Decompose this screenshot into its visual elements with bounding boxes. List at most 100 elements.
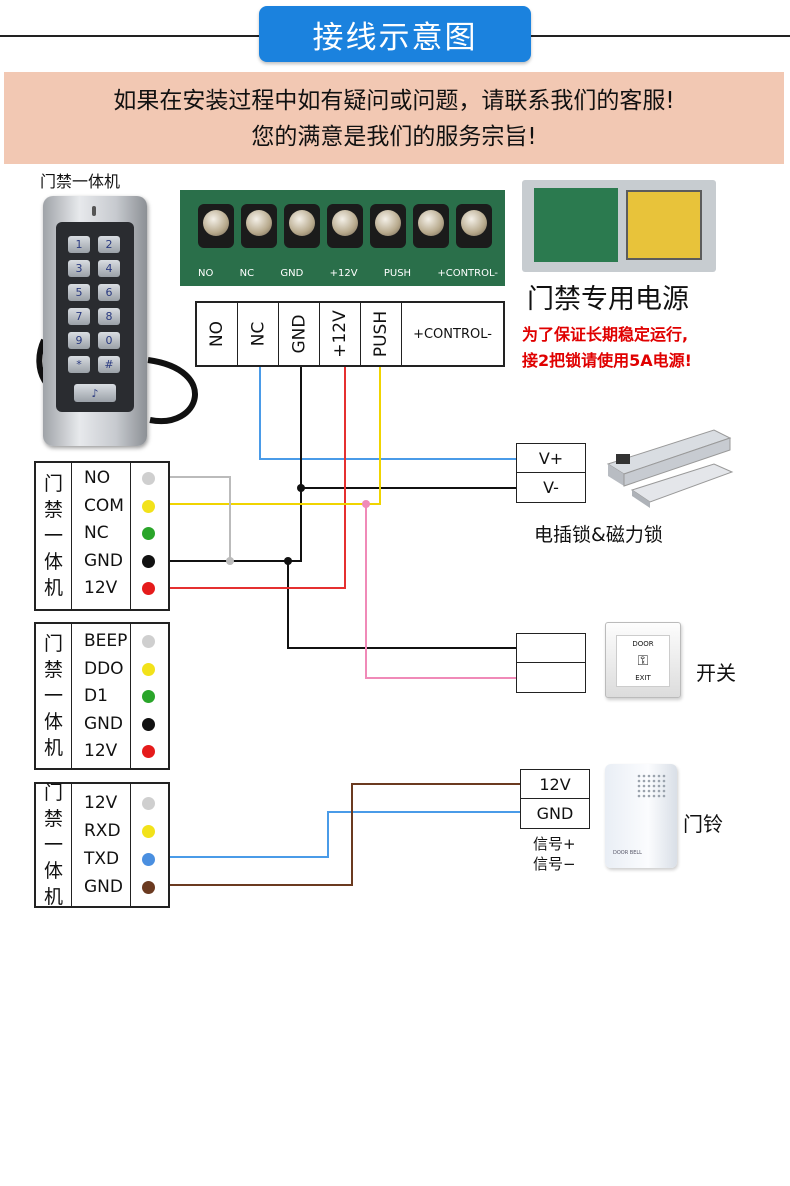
- grille-hole: [642, 789, 646, 793]
- keypad-key: 7: [68, 308, 90, 325]
- panel-side-label: 门禁一体机: [36, 624, 72, 768]
- grille-hole: [652, 794, 656, 798]
- keypad-key: 0: [98, 332, 120, 349]
- keypad-key: #: [98, 356, 120, 373]
- screw-head: [375, 210, 401, 236]
- grille-hole: [662, 774, 666, 778]
- pin-color-dot: [142, 745, 155, 758]
- switch-caption: 开关: [696, 661, 736, 685]
- panel-side-char: 一: [43, 525, 63, 547]
- pin-color-dot: [142, 527, 155, 540]
- pin-label: TXD: [84, 849, 120, 869]
- grille-hole: [662, 789, 666, 793]
- grille-hole: [647, 784, 651, 788]
- pin-label: GND: [84, 877, 123, 897]
- screw-head: [246, 210, 272, 236]
- pin-color-dot: [142, 825, 155, 838]
- keypad-led-icon: [92, 206, 96, 216]
- lock-terminal-box: V+ V-: [516, 443, 586, 503]
- grille-hole: [662, 794, 666, 798]
- grille-hole: [657, 794, 661, 798]
- panel-dot-column: [130, 463, 169, 609]
- board-label: NO: [198, 268, 214, 279]
- pin-label: DDO: [84, 658, 124, 679]
- grille-hole: [647, 794, 651, 798]
- terminal-cell: PUSH: [361, 303, 402, 365]
- switch-row-2: [517, 663, 585, 692]
- bell-signal-plus: 信号+: [533, 835, 576, 853]
- grille-hole: [657, 789, 661, 793]
- panel-side-char: 禁: [43, 659, 63, 681]
- lock-row-vminus: V-: [543, 478, 559, 497]
- screw-head: [332, 210, 358, 236]
- terminal-screw-icon: [284, 204, 320, 248]
- junction-dot: [297, 484, 305, 492]
- terminal-screw-icon: [327, 204, 363, 248]
- wire-gnd-pin-to-gnd: [168, 488, 302, 562]
- wire-no-to-gnd: [168, 476, 231, 561]
- panel-side-char: 机: [43, 737, 63, 759]
- grille-hole: [637, 774, 641, 778]
- keypad-key: *: [68, 356, 90, 373]
- grille-hole: [642, 784, 646, 788]
- pin-label: D1: [84, 686, 108, 706]
- pin-label: RXD: [84, 821, 121, 841]
- pin-label: BEEP: [84, 631, 128, 651]
- pin-label: 12V: [84, 578, 118, 598]
- panel-dot-column: [130, 624, 169, 768]
- grille-hole: [652, 774, 656, 778]
- power-supply-caption: 门禁专用电源: [527, 284, 689, 315]
- panel-side-char: 门: [43, 473, 63, 495]
- panel-side-char: 禁: [43, 499, 63, 521]
- grille-hole: [647, 779, 651, 783]
- header-rule-right: [530, 35, 790, 37]
- bell-signal-minus: 信号−: [533, 855, 576, 873]
- header-rule-left: [0, 35, 260, 37]
- terminal-cell: GND: [279, 303, 320, 365]
- psu-transformer: [626, 190, 702, 260]
- pin-label: COM: [84, 495, 124, 516]
- grille-hole: [657, 784, 661, 788]
- wire-nc-to-lock-vplus: [259, 367, 518, 460]
- keypad-key: 2: [98, 236, 120, 253]
- board-label: GND: [280, 268, 304, 279]
- grille-hole: [642, 794, 646, 798]
- keypad-key: 6: [98, 284, 120, 301]
- screw-head: [418, 210, 444, 236]
- wire-com-to-switch: [365, 504, 518, 679]
- notice-line-2: 您的满意是我们的服务宗旨!: [251, 124, 537, 150]
- panel-side-char: 体: [43, 551, 63, 573]
- grille-hole: [652, 784, 656, 788]
- bell-terminal-box: 12V GND: [520, 769, 590, 829]
- pin-label: 12V: [84, 741, 118, 761]
- pin-label: GND: [84, 550, 123, 571]
- grille-hole: [642, 774, 646, 778]
- psu-pcb: [534, 188, 618, 262]
- exit-button-bottom-text: EXIT: [635, 674, 651, 682]
- screw-head: [461, 210, 487, 236]
- switch-row-1: [517, 634, 585, 663]
- keypad-key: 5: [68, 284, 90, 301]
- keypad-key: 3: [68, 260, 90, 277]
- board-label: NC: [239, 268, 255, 279]
- panel-side-char: 体: [43, 860, 63, 882]
- panel-side-char: 禁: [43, 808, 63, 830]
- grille-hole: [662, 779, 666, 783]
- junction-dot: [284, 557, 292, 565]
- terminal-screw-icon: [370, 204, 406, 248]
- bell-row-12v: 12V: [521, 770, 589, 799]
- panel-side-char: 门: [43, 633, 63, 655]
- pin-color-dot: [142, 554, 155, 568]
- pin-label: 12V: [84, 793, 118, 813]
- terminal-cell: +CONTROL-: [402, 303, 503, 365]
- panel-side-char: 机: [43, 886, 63, 908]
- terminal-screw-icon: [456, 204, 492, 248]
- panel-side-char: 机: [43, 577, 63, 599]
- lock-caption: 电插锁&磁力锁: [534, 524, 663, 546]
- pin-color-dot: [142, 582, 155, 595]
- grille-hole: [662, 784, 666, 788]
